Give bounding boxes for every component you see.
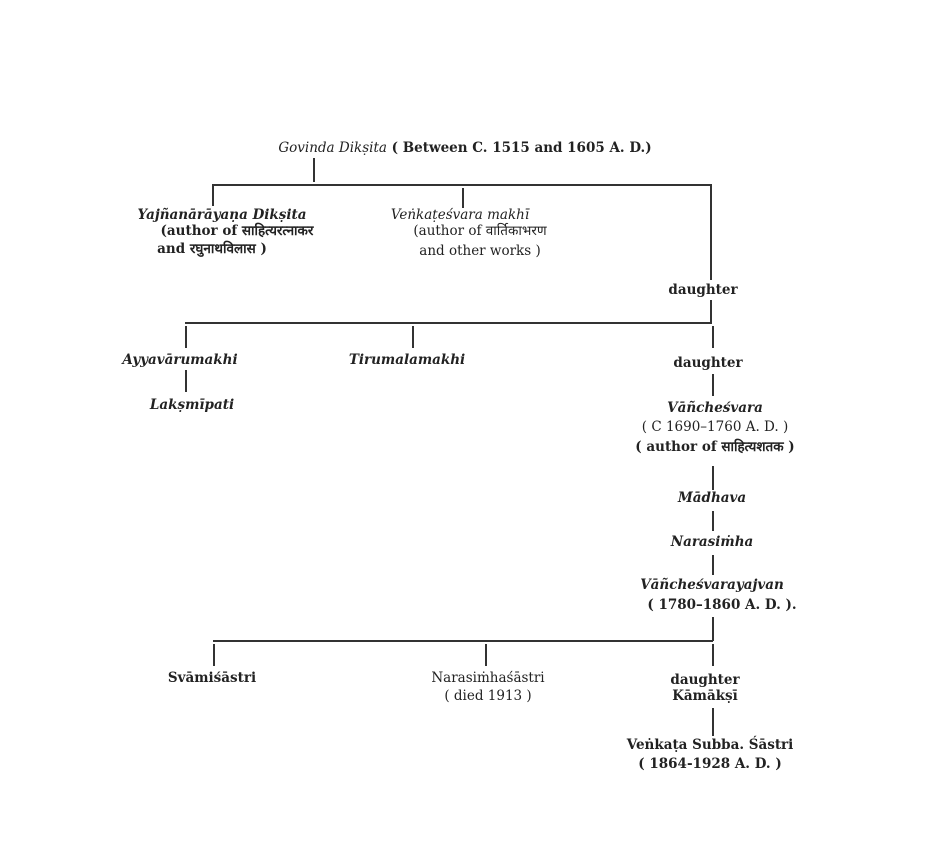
lakshmipati-name: Lakṣmīpati xyxy=(149,397,235,413)
venkatesvara-name: Veṅkaṭeśvara makhī xyxy=(390,207,530,223)
yajna-line2: and रघुनाथविलास ) xyxy=(157,241,267,257)
narasimhasastri-node: Narasiṁhaśāstri ( died 1913 ) xyxy=(431,670,544,704)
vanchesvara-node: Vāñcheśvara ( C 1690–1760 A. D. ) ( auth… xyxy=(635,400,794,455)
connector xyxy=(710,184,712,280)
connector xyxy=(212,184,712,186)
connector xyxy=(712,326,714,348)
connector xyxy=(710,300,712,323)
yajna-line1: (author of साहित्यरत्नाकर xyxy=(160,223,314,239)
connector xyxy=(462,188,464,208)
svami-name: Svāmiśāstri xyxy=(167,670,257,686)
yajna-name: Yajñanārāyaṇa Dikṣita xyxy=(137,207,307,223)
madhava-name: Mādhava xyxy=(677,490,747,506)
connector xyxy=(712,617,714,641)
venkata-name: Veṅkaṭa Subba. Śāstri xyxy=(626,737,794,753)
connector xyxy=(712,466,714,490)
root-node: Govinda Dikṣita ( Between C. 1515 and 16… xyxy=(278,140,651,156)
connector xyxy=(712,644,714,666)
connector xyxy=(712,511,714,531)
venkata-dates: ( 1864-1928 A. D. ) xyxy=(638,756,782,772)
venkata-node: Veṅkaṭa Subba. Śāstri ( 1864-1928 A. D. … xyxy=(627,737,794,772)
venkatesvara-line2: and other works ) xyxy=(419,243,541,259)
venkatesvara-line1: (author of वार्तिकाभरण xyxy=(413,223,547,239)
vanchesvarayajvan-dates: ( 1780–1860 A. D. ). xyxy=(647,597,797,613)
connector xyxy=(412,326,414,348)
connector xyxy=(213,644,215,666)
narasimha-name: Narasiṁha xyxy=(670,534,754,550)
root-name: Govinda Dikṣita xyxy=(278,140,387,156)
kamakshi-node: daughter Kāmākṣī xyxy=(670,672,739,704)
connector xyxy=(213,640,713,642)
kamakshi-label: daughter xyxy=(670,672,740,688)
tirumala-name: Tirumalamakhi xyxy=(348,352,466,368)
ayyavaru-name: Ayyavārumakhi xyxy=(122,352,238,368)
vanchesvara-dates: ( C 1690–1760 A. D. ) xyxy=(641,419,789,435)
connector xyxy=(212,184,214,206)
connector xyxy=(185,322,712,324)
kamakshi-name: Kāmākṣī xyxy=(672,688,738,704)
connector xyxy=(485,644,487,666)
vanchesvarayajvan-node: Vāñcheśvarayajvan ( 1780–1860 A. D. ). xyxy=(627,577,796,613)
narasimhasastri-dates: ( died 1913 ) xyxy=(444,688,532,704)
vanchesvara-name: Vāñcheśvara xyxy=(667,400,763,416)
yajna-node: Yajñanārāyaṇa Dikṣita (author of साहित्य… xyxy=(131,207,314,257)
connector xyxy=(712,708,714,736)
venkatesvara-node: Veṅkaṭeśvara makhī (author of वार्तिकाभर… xyxy=(373,207,547,259)
connector xyxy=(185,370,187,392)
gen1-daughter: daughter xyxy=(668,282,738,298)
connector xyxy=(712,555,714,575)
gen2-daughter: daughter xyxy=(673,355,743,371)
connector xyxy=(712,374,714,396)
vanchesvarayajvan-name: Vāñcheśvarayajvan xyxy=(640,577,784,593)
vanchesvara-note: ( author of साहित्यशतक ) xyxy=(635,439,795,455)
connector xyxy=(185,326,187,348)
connector xyxy=(313,158,315,182)
root-dates: ( Between C. 1515 and 1605 A. D.) xyxy=(391,140,652,156)
narasimhasastri-name: Narasiṁhaśāstri xyxy=(431,670,545,686)
